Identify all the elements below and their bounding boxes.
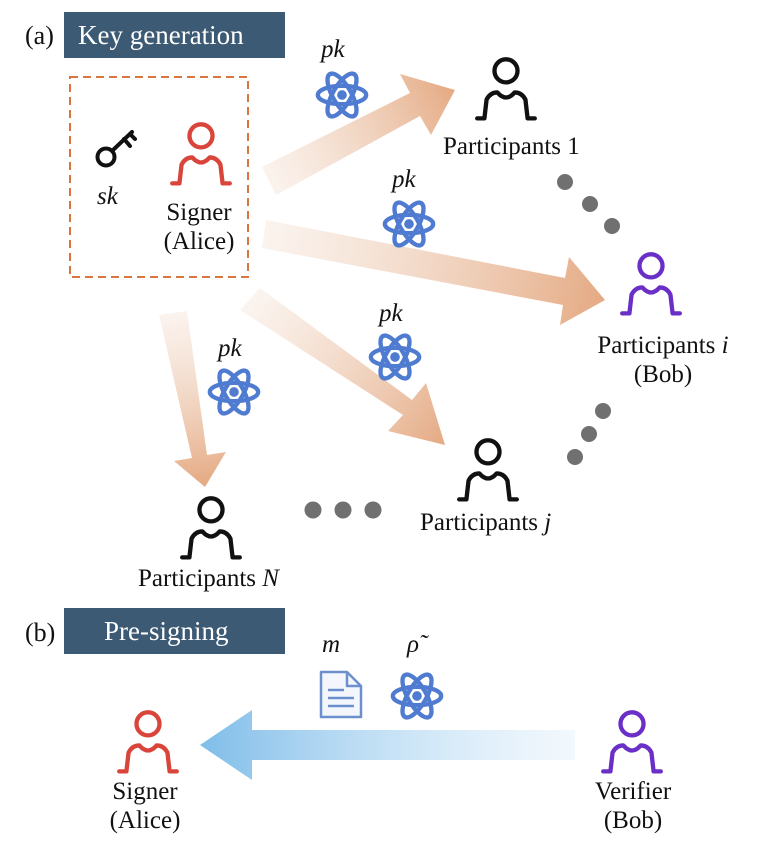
pk-label-1: pk	[321, 36, 345, 63]
signer-name: Signer	[166, 199, 232, 226]
verifier-label: Verifier (Bob)	[595, 778, 671, 836]
arrow-to-participant-1	[262, 74, 455, 195]
panel-b-label: (b)	[25, 618, 56, 647]
state-label: ρ̃	[407, 631, 419, 658]
presign-signer-icon	[119, 712, 177, 771]
atom-icon	[385, 198, 433, 249]
atom-icon	[371, 331, 419, 382]
verifier-name: Verifier	[594, 778, 672, 805]
participant-j-name: Participants	[420, 509, 545, 536]
pk-label-N: pk	[218, 335, 242, 362]
atom-icon	[210, 366, 258, 417]
atom-icon	[318, 69, 366, 120]
ellipsis-dots-bottom	[304, 501, 382, 519]
verifier-icon	[603, 712, 661, 771]
signer-alias: (Alice)	[163, 227, 235, 255]
presign-signer-label: Signer (Alice)	[110, 778, 181, 836]
participant-1-index: 1	[567, 133, 580, 160]
arrow-to-participant-i	[262, 220, 605, 325]
participant-j-label: Participants j	[420, 509, 551, 538]
participant-i-name: Participants	[597, 332, 722, 359]
participant-N-name: Participants	[138, 565, 263, 592]
participant-N-icon	[182, 498, 240, 557]
pk-label-j: pk	[379, 300, 403, 327]
participant-j-index: j	[544, 509, 552, 536]
ellipsis-dots-lower	[567, 403, 611, 465]
participant-1-icon	[477, 59, 535, 118]
participant-N-index: N	[262, 565, 279, 592]
secret-key-label: sk	[97, 183, 118, 210]
ellipsis-dots-upper	[557, 174, 620, 234]
participant-i-alias: (Bob)	[633, 360, 693, 388]
verifier-alias: (Bob)	[603, 806, 663, 834]
pk-label-i: pk	[392, 166, 416, 193]
participant-1-label: Participants 1	[443, 133, 580, 162]
panel-a-label: (a)	[25, 21, 54, 50]
arrow-to-participant-j	[240, 288, 445, 445]
document-icon	[319, 670, 363, 719]
participant-i-icon	[622, 254, 680, 313]
participant-j-icon	[459, 440, 517, 499]
panel-b-title: Pre-signing	[64, 608, 285, 654]
presign-signer-name: Signer	[112, 778, 178, 805]
participant-N-label: Participants N	[138, 565, 279, 594]
message-label: m	[322, 631, 341, 658]
signer-dashed-box	[69, 76, 249, 278]
arrow-presign	[200, 710, 575, 780]
presign-signer-alias: (Alice)	[109, 806, 181, 834]
signer-icon	[172, 124, 230, 183]
participant-1-name: Participants	[443, 133, 568, 160]
signer-label: Signer (Alice)	[164, 199, 235, 257]
participant-i-index: i	[721, 332, 729, 359]
participant-i-label: Participants i (Bob)	[597, 332, 728, 390]
panel-a-title: Key generation	[64, 12, 285, 58]
atom-icon	[393, 670, 441, 721]
key-icon	[95, 130, 137, 168]
arrow-to-participant-N	[159, 311, 226, 487]
